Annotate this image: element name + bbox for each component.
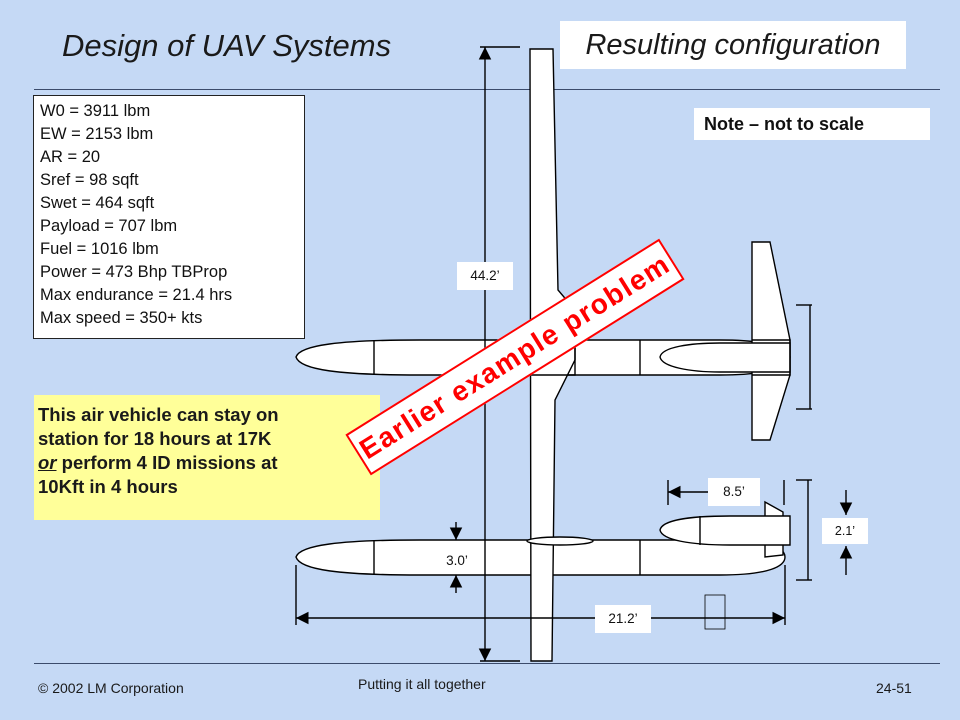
mission-line: 10Kft in 4 hours [38,476,178,497]
spec-line: EW = 2153 lbm [40,125,154,143]
mission-line: station for 18 hours at 17K [38,428,272,449]
tail-height-label: 2.1’ [822,518,868,544]
spec-line: W0 = 3911 lbm [40,102,151,120]
spec-line: Fuel = 1016 lbm [40,240,159,258]
placeholder-box [704,594,726,630]
spec-line: Sref = 98 sqft [40,171,139,189]
specifications-box: W0 = 3911 lbm EW = 2153 lbm AR = 20 Sref… [33,95,305,339]
length-dimension-label: 21.2’ [595,605,651,633]
mission-line-rest: perform 4 ID missions at [56,452,278,473]
footer-copyright: © 2002 LM Corporation [38,680,184,696]
spec-line: AR = 20 [40,148,101,166]
copyright-text: 2002 LM Corporation [48,680,184,696]
copyright-icon: © [38,680,49,696]
configuration-title: Resulting configuration [560,21,906,69]
slide-title: Design of UAV Systems [62,28,392,63]
tail-span-label: 8.5’ [708,478,760,506]
side-view-fuselage [659,515,791,546]
spec-line: Swet = 464 sqft [40,194,155,212]
footer-section-title: Putting it all together [358,676,486,692]
page-number: 24-51 [876,680,912,696]
spec-line: Power = 473 Bhp TBProp [40,263,228,281]
not-to-scale-note: Note – not to scale [694,108,930,140]
fuselage-diameter-label: 3.0’ [432,548,482,574]
tail-boom-pod [659,342,791,373]
spec-line: Max endurance = 21.4 hrs [40,286,233,304]
horizontal-tail [751,241,791,441]
mission-capability-box: This air vehicle can stay on station for… [34,395,380,520]
mission-or-emphasis: or [38,452,57,473]
spec-line: Payload = 707 lbm [40,217,178,235]
footer-divider [34,663,940,664]
spec-line: Max speed = 350+ kts [40,309,203,327]
wing-fuselage-fairing [526,536,594,546]
span-dimension-label: 44.2’ [457,262,513,290]
mission-line: or perform 4 ID missions at [38,451,380,475]
mission-line: This air vehicle can stay on [38,404,279,425]
